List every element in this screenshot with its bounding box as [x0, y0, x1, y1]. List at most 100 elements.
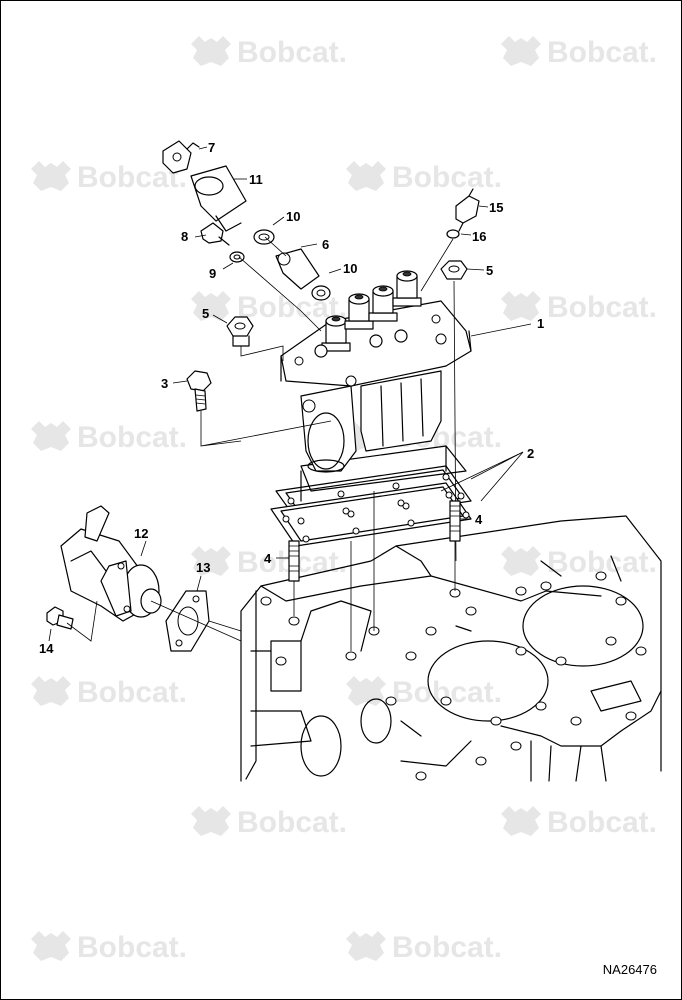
callout-4-right: 4 [475, 512, 483, 527]
bobcat-head-icon [31, 421, 71, 451]
bobcat-head-icon [501, 546, 541, 576]
callout-2: 2 [527, 446, 534, 461]
bobcat-head-icon [501, 291, 541, 321]
gasket-hole [347, 510, 355, 518]
stud-4-left [288, 540, 300, 582]
sensor-15 [455, 188, 480, 232]
watermark-text: Bobcat. [77, 421, 187, 454]
watermark-mark: Bobcat. [31, 676, 187, 709]
bobcat-head-icon [31, 161, 71, 191]
pump-port [394, 329, 408, 343]
reference-number: NA26476 [602, 962, 657, 977]
bolt-14 [46, 606, 74, 630]
block-hole [385, 696, 397, 706]
delivery-valve-holder [321, 315, 351, 352]
fitting-6 [275, 248, 320, 290]
watermark-mark: Bobcat. [346, 676, 502, 709]
gaskets [270, 445, 472, 547]
callout-4-left: 4 [264, 551, 272, 566]
callout-6: 6 [322, 237, 329, 252]
bobcat-head-icon [346, 676, 386, 706]
block-hole [415, 771, 427, 781]
callout-1: 1 [537, 316, 544, 331]
block-hole [288, 616, 300, 626]
solenoid-12 [60, 505, 162, 622]
callout-7: 7 [208, 140, 215, 155]
block-hole [555, 656, 567, 666]
watermark-mark: Bobcat. [346, 931, 502, 964]
block-hole [405, 651, 417, 661]
gasket-hole [397, 499, 405, 507]
block-hole [515, 586, 527, 596]
gasket-hole [407, 519, 415, 527]
bobcat-head-icon [191, 36, 231, 66]
gasket-hole [442, 473, 450, 481]
bobcat-head-icon [501, 36, 541, 66]
bobcat-head-icon [191, 806, 231, 836]
gasket-hole [282, 515, 290, 523]
gasket-13 [165, 590, 210, 652]
watermark-text: Bobcat. [547, 806, 657, 839]
bobcat-head-icon [346, 161, 386, 191]
bolt-8 [200, 222, 230, 246]
block-hole [540, 581, 552, 591]
washer-9 [229, 251, 245, 263]
watermark-mark: Bobcat. [191, 806, 347, 839]
watermark-layer: Bobcat. Bobcat. Bobcat. Bobcat. Bobcat. Bobca… [31, 36, 657, 964]
delivery-valve-holder [368, 285, 398, 322]
block-hole [260, 596, 272, 606]
watermark-mark: Bobcat. [501, 36, 657, 69]
bobcat-head-icon [501, 806, 541, 836]
block-hole [595, 571, 607, 581]
watermark-text: Bobcat. [547, 291, 657, 324]
bobcat-head-icon [346, 931, 386, 961]
engine-block [240, 515, 662, 782]
watermark-mark: Bobcat. [501, 546, 657, 579]
washer-16 [446, 229, 460, 239]
gasket-hole [302, 535, 310, 543]
block-hole [615, 596, 627, 606]
watermark-text: Bobcat. [392, 931, 502, 964]
pump-port [369, 334, 383, 348]
gasket-hole [402, 502, 410, 510]
watermark-text: Bobcat. [77, 931, 187, 964]
callout-3: 3 [161, 376, 168, 391]
watermark-text: Bobcat. [547, 36, 657, 69]
gasket-hole [457, 492, 465, 500]
block-hole [345, 651, 357, 661]
watermark-mark: Bobcat. [501, 291, 657, 324]
block-hole [535, 701, 547, 711]
gasket-hole [287, 497, 295, 505]
block-hole [275, 656, 287, 666]
bolt-3 [186, 370, 212, 412]
gasket-hole [462, 511, 470, 519]
block-hole [510, 741, 522, 751]
watermark-mark: Bobcat. [501, 806, 657, 839]
callout-14: 14 [39, 641, 54, 656]
washer-10-lower [311, 285, 331, 301]
watermark-text: Bobcat. [237, 36, 347, 69]
callout-leaders [48, 146, 532, 642]
fitting-7 [162, 140, 200, 174]
nut-5-right [440, 260, 468, 280]
block-hole [440, 696, 452, 706]
block-hole [605, 636, 617, 646]
bobcat-head-icon [191, 291, 231, 321]
block-hole [635, 646, 647, 656]
delivery-valve-holder [344, 293, 374, 330]
injection-pump [280, 270, 472, 473]
watermark-text: Bobcat. [237, 806, 347, 839]
nut-5-left [226, 316, 254, 347]
callout-15: 15 [489, 200, 503, 215]
gasket-hole [337, 490, 345, 498]
callout-12: 12 [134, 526, 148, 541]
pump-port [314, 344, 328, 358]
callout-5-left: 5 [202, 306, 209, 321]
block-hole [625, 711, 637, 721]
watermark-mark: Bobcat. [346, 161, 502, 194]
gasket-hole [297, 517, 305, 525]
gasket-hole [445, 491, 453, 499]
callout-8: 8 [181, 229, 188, 244]
